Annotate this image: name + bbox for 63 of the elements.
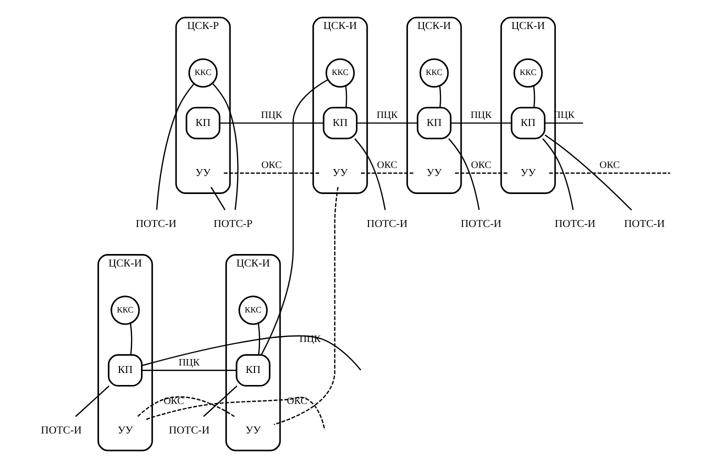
node-text: ПОТС-И bbox=[366, 218, 407, 230]
edge-label: ПЦК bbox=[470, 110, 492, 121]
node-circle: ККС bbox=[512, 58, 542, 88]
connector bbox=[354, 138, 386, 210]
node-box: КП bbox=[510, 106, 545, 140]
connector bbox=[223, 172, 319, 174]
connector bbox=[532, 86, 535, 108]
edge-label: ОКС bbox=[163, 396, 184, 407]
connector bbox=[273, 186, 338, 426]
connector bbox=[136, 396, 234, 418]
connector bbox=[454, 172, 507, 174]
connector bbox=[141, 335, 361, 370]
connector bbox=[210, 186, 226, 210]
connector bbox=[360, 172, 413, 174]
connector bbox=[542, 138, 574, 210]
node-text: ПОТС-Р bbox=[213, 218, 252, 230]
edge-label: ОКС bbox=[470, 160, 491, 172]
connector bbox=[146, 396, 325, 430]
node-text: УУ bbox=[244, 424, 260, 436]
node-text: УУ bbox=[117, 424, 132, 436]
node-circle: ККС bbox=[110, 296, 140, 325]
node-circle: ККС bbox=[188, 58, 218, 88]
node-text: ПОТС-И bbox=[624, 218, 664, 230]
connector bbox=[438, 86, 441, 108]
edge-label: ОКС bbox=[376, 160, 397, 172]
node-text: УУ bbox=[194, 166, 210, 179]
node-text: УУ bbox=[332, 166, 348, 179]
node-text: ПОТС-И bbox=[40, 424, 82, 436]
edge-label: ОКС bbox=[598, 160, 620, 172]
node-text: ПОТС-И bbox=[460, 218, 501, 230]
connector bbox=[544, 122, 583, 124]
connector bbox=[212, 82, 238, 210]
connector bbox=[448, 138, 480, 210]
connector bbox=[156, 83, 194, 210]
connector bbox=[344, 86, 347, 108]
node-box: КП bbox=[235, 354, 270, 387]
node-text: ПОТС-И bbox=[135, 218, 176, 230]
connector bbox=[544, 134, 632, 211]
node-box: КП bbox=[322, 106, 357, 140]
node-text: ПОТС-И bbox=[554, 218, 595, 230]
node-circle: ККС bbox=[238, 296, 268, 325]
connector bbox=[202, 385, 237, 417]
connector bbox=[260, 79, 328, 356]
node-text: ПОТС-И bbox=[168, 424, 209, 436]
node-box: КП bbox=[185, 106, 220, 140]
connector bbox=[356, 122, 417, 124]
node-text: УУ bbox=[520, 166, 536, 179]
edge-label: ОКС bbox=[260, 160, 282, 172]
connector bbox=[74, 385, 109, 417]
node-box: КП bbox=[416, 106, 451, 140]
connector bbox=[129, 323, 132, 355]
edge-label: ПЦК bbox=[178, 357, 200, 368]
node-box: КП bbox=[107, 354, 142, 387]
edge-label: ПЦК bbox=[260, 110, 282, 121]
connector bbox=[257, 323, 260, 355]
edge-label: ПЦК bbox=[376, 110, 398, 121]
node-circle: ККС bbox=[419, 58, 448, 88]
connector bbox=[450, 122, 511, 124]
connector bbox=[548, 172, 670, 174]
node-text: УУ bbox=[426, 166, 442, 179]
connector bbox=[141, 370, 236, 371]
connector bbox=[219, 122, 323, 124]
node-circle: ККС bbox=[325, 58, 354, 88]
